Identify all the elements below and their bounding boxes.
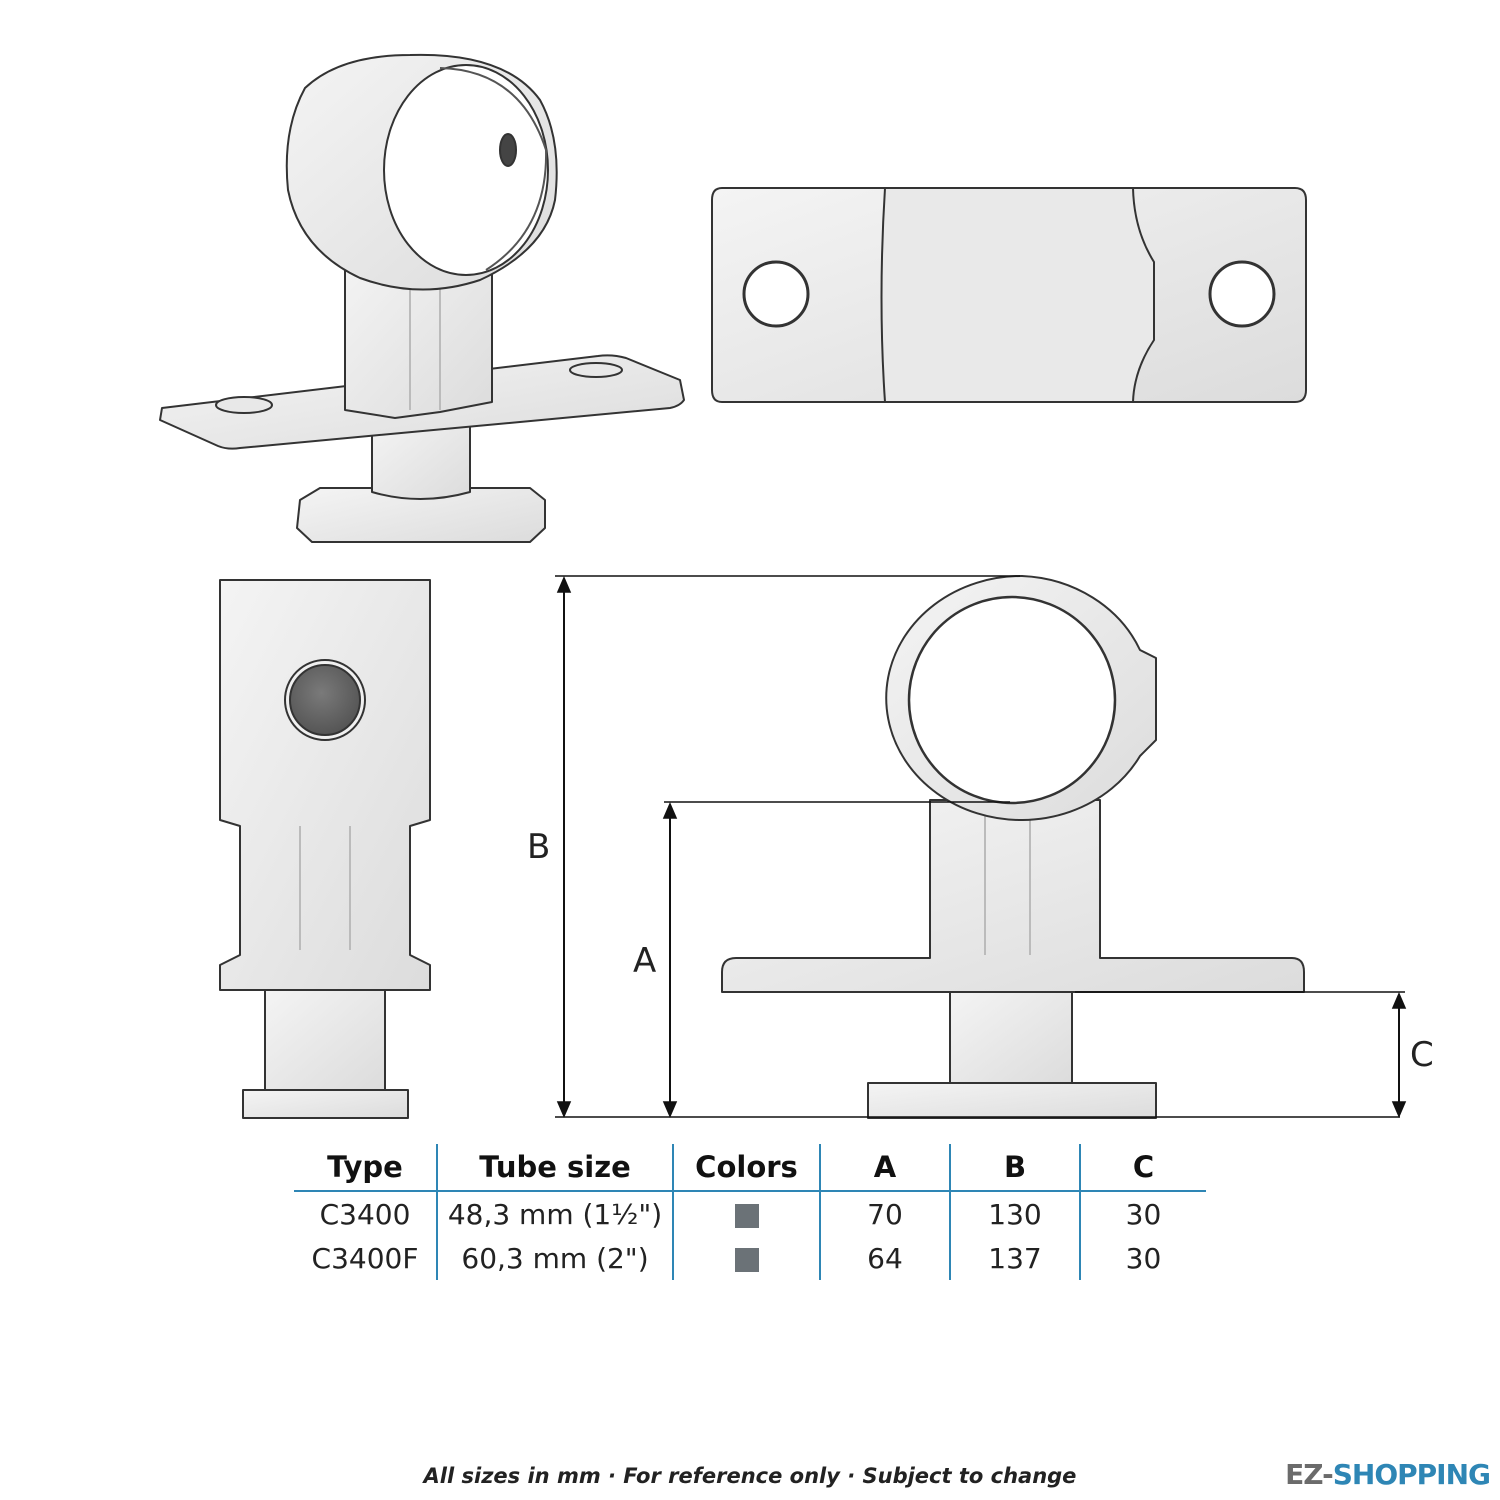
brand-logo-part2: SHOPPING [1332, 1458, 1491, 1491]
brand-logo-part1: EZ- [1285, 1458, 1334, 1491]
dimension-c-label: C [1410, 1035, 1434, 1075]
cell-c: 30 [1079, 1236, 1206, 1280]
color-swatch [734, 1203, 759, 1228]
specification-table: Type Tube size Colors A B C C3400 48,3 m… [294, 1144, 1206, 1280]
technical-drawing: B A C [159, 53, 1434, 1119]
header-b: B [949, 1144, 1080, 1192]
cell-colors [672, 1191, 820, 1236]
table-header-row: Type Tube size Colors A B C [294, 1144, 1206, 1192]
cell-c: 30 [1079, 1191, 1206, 1236]
header-type: Type [294, 1144, 437, 1192]
cell-tube-size: 60,3 mm (2") [436, 1236, 673, 1280]
cell-a: 70 [819, 1191, 950, 1236]
color-swatch [734, 1247, 759, 1272]
dimension-lines [555, 575, 1407, 1119]
isometric-view [159, 53, 685, 543]
header-colors: Colors [672, 1144, 820, 1192]
cell-a: 64 [819, 1236, 950, 1280]
cell-colors [672, 1236, 820, 1280]
cell-b: 137 [949, 1236, 1080, 1280]
header-c: C [1079, 1144, 1206, 1192]
top-view [711, 187, 1307, 403]
dimension-a-label: A [633, 941, 656, 981]
cell-b: 130 [949, 1191, 1080, 1236]
dimension-b-label: B [527, 827, 550, 867]
cell-type: C3400 [319, 1197, 411, 1231]
table-row: C3400 48,3 mm (1½") 70 130 30 [294, 1191, 1206, 1236]
brand-logo[interactable]: EZ-SHOPPING [1285, 1458, 1491, 1491]
cell-type: C3400F [311, 1241, 419, 1275]
header-tube-size: Tube size [436, 1144, 673, 1192]
footer-note: All sizes in mm · For reference only · S… [423, 1464, 1077, 1488]
table-row: C3400F 60,3 mm (2") 64 137 30 [294, 1236, 1206, 1280]
front-view [721, 574, 1305, 1119]
side-view [219, 579, 431, 1119]
header-a: A [819, 1144, 950, 1192]
cell-tube-size: 48,3 mm (1½") [436, 1191, 673, 1236]
